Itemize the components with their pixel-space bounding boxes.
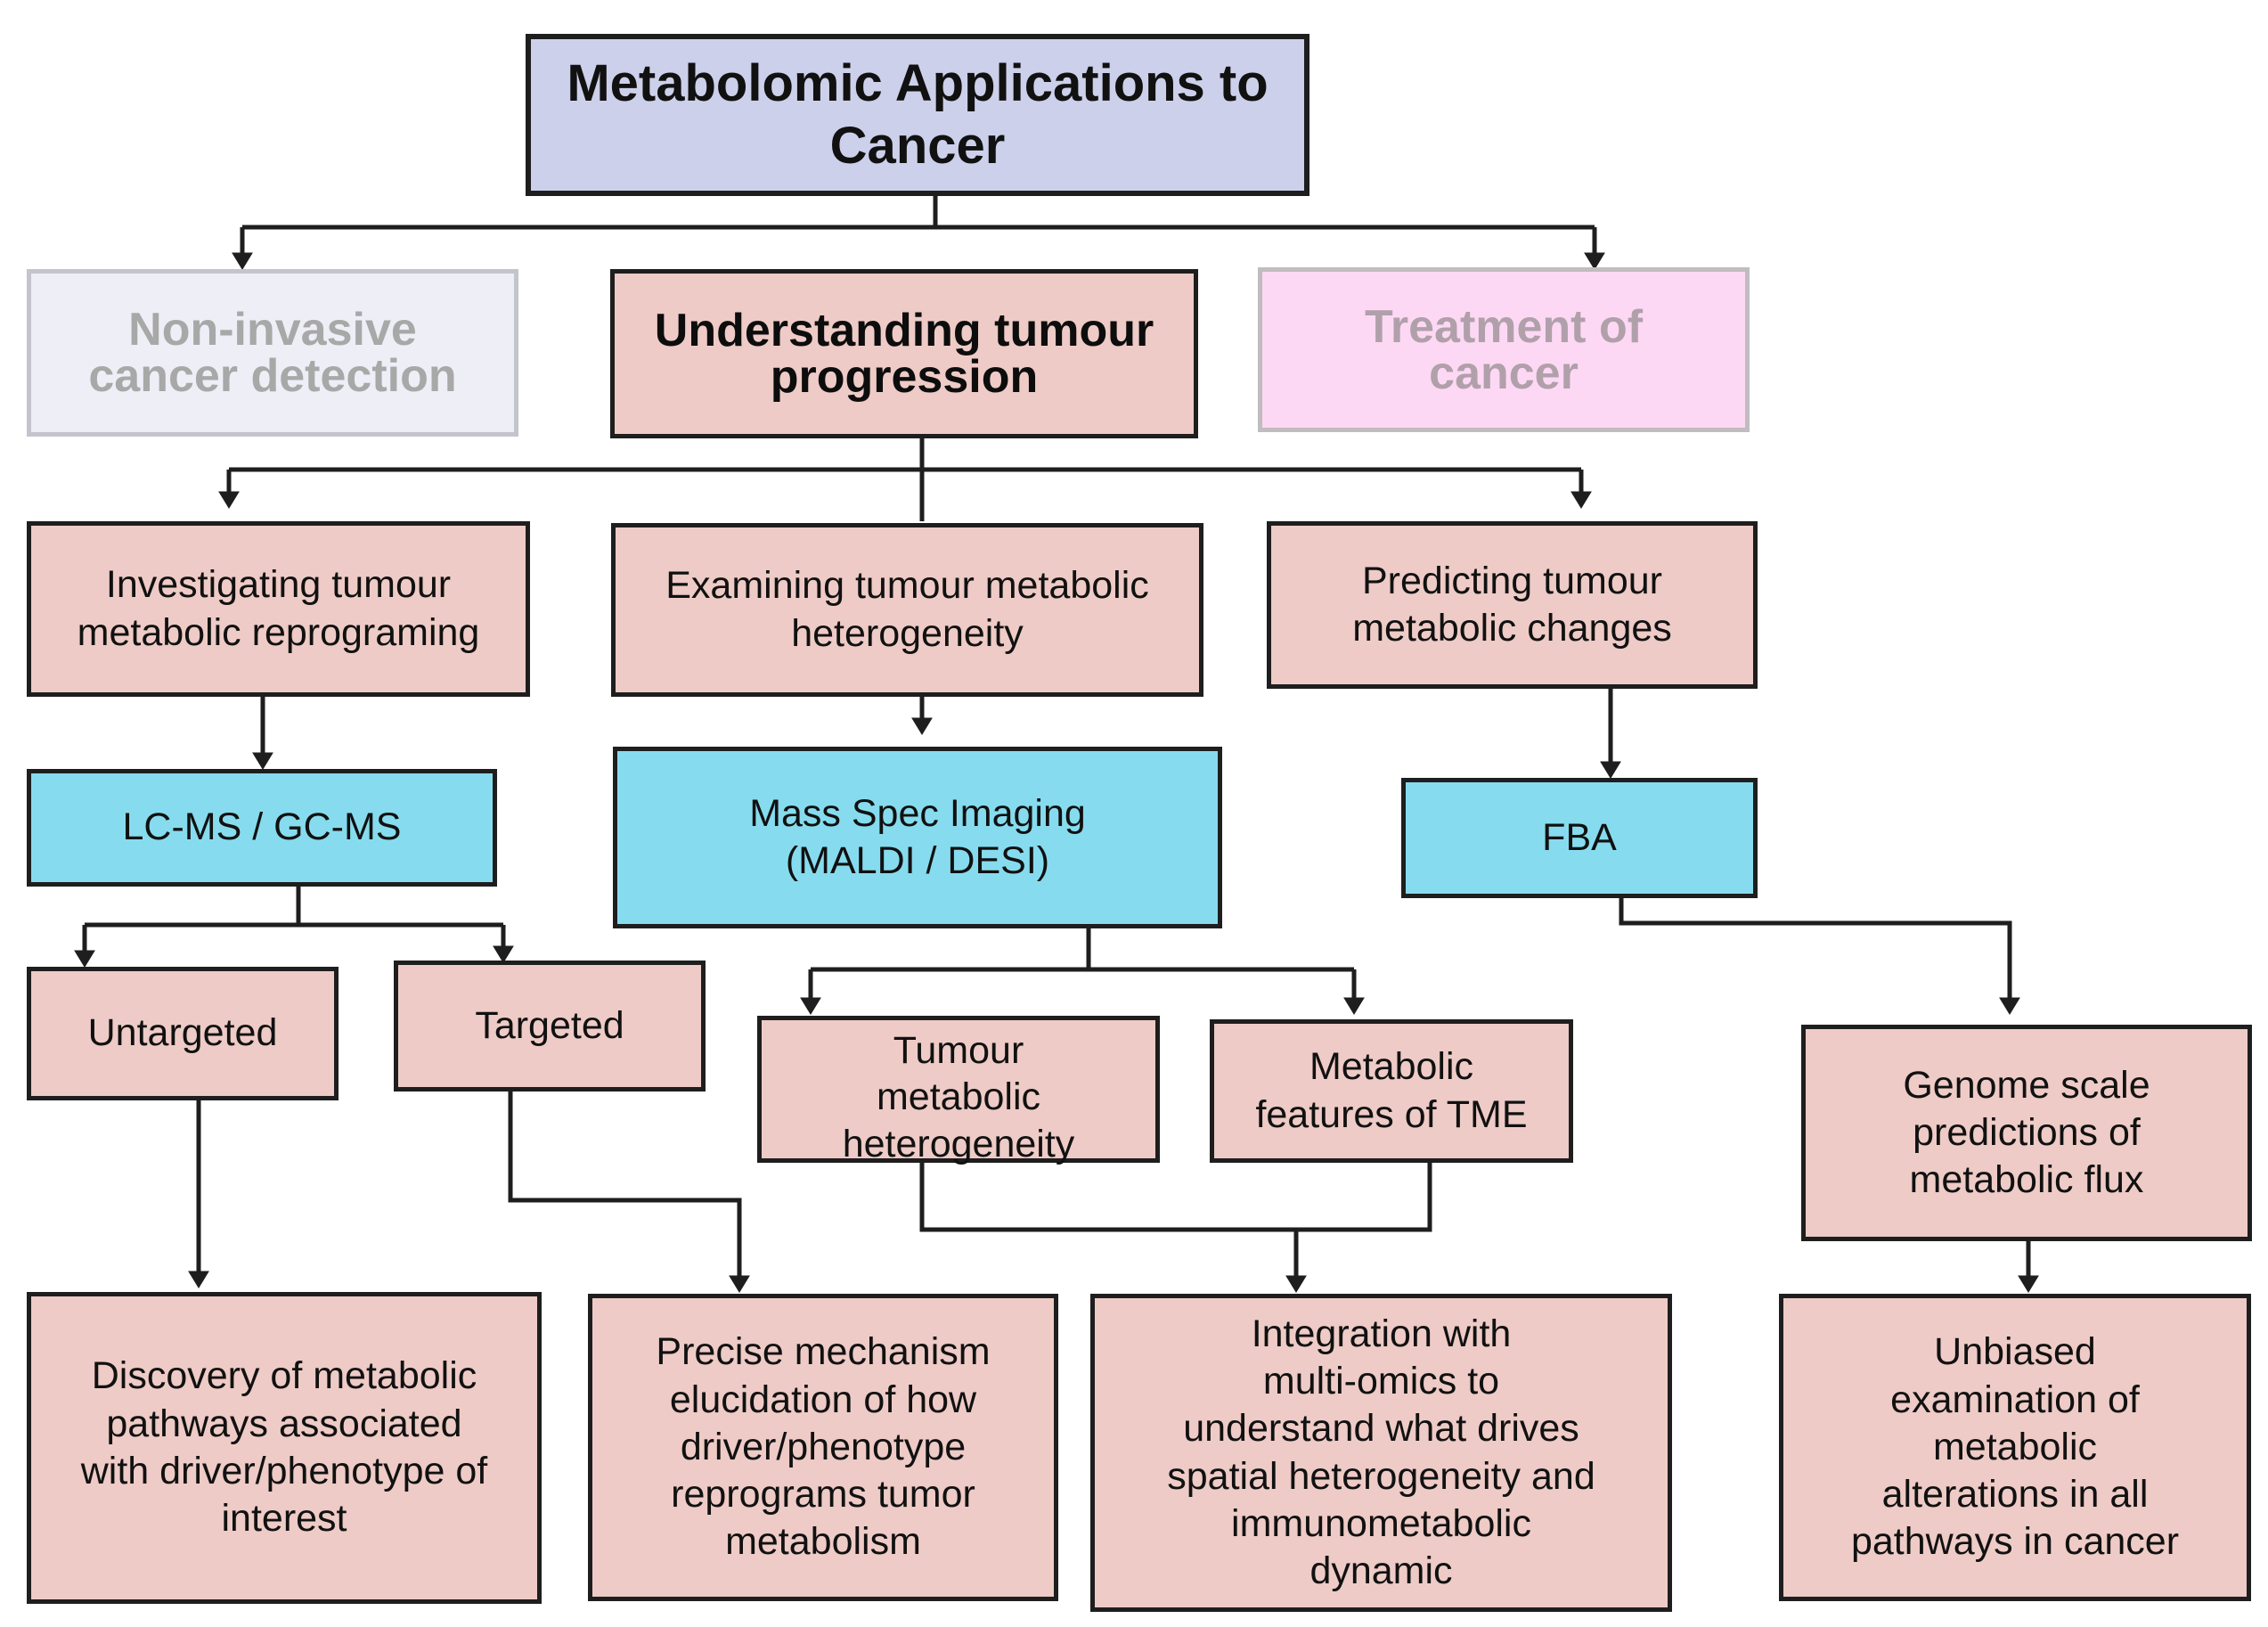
targeted-box: Targeted	[394, 961, 706, 1091]
understanding-progression-box: Understanding tumour progression	[610, 269, 1198, 438]
discovery-outcome-box: Discovery of metabolic pathways associat…	[27, 1292, 542, 1604]
unbiased-outcome-box: Unbiased examination of metabolic altera…	[1779, 1294, 2251, 1601]
integration-outcome-box: Integration with multi-omics to understa…	[1090, 1294, 1672, 1612]
treatment-of-cancer-box: Treatment of cancer	[1258, 267, 1750, 432]
genome-scale-box: Genome scale predictions of metabolic fl…	[1801, 1025, 2252, 1241]
heterogeneity-box: Examining tumour metabolic heterogeneity	[611, 523, 1203, 697]
fba-box: FBA	[1401, 778, 1758, 898]
reprogramming-box: Investigating tumour metabolic reprogram…	[27, 521, 530, 697]
precise-mechanism-outcome-box: Precise mechanism elucidation of how dri…	[588, 1294, 1058, 1601]
untargeted-box: Untargeted	[27, 967, 339, 1100]
predicting-changes-box: Predicting tumour metabolic changes	[1267, 521, 1758, 689]
tme-features-box: Metabolic features of TME	[1210, 1019, 1573, 1163]
diagram-title: Metabolomic Applications to Cancer	[526, 34, 1309, 196]
lcms-gcms-box: LC-MS / GC-MS	[27, 769, 497, 887]
tumour-heterogeneity-box: Tumour metabolic heterogeneity	[757, 1016, 1160, 1165]
mass-spec-imaging-box: Mass Spec Imaging (MALDI / DESI)	[613, 747, 1222, 928]
non-invasive-detection-box: Non-invasive cancer detection	[27, 269, 518, 437]
